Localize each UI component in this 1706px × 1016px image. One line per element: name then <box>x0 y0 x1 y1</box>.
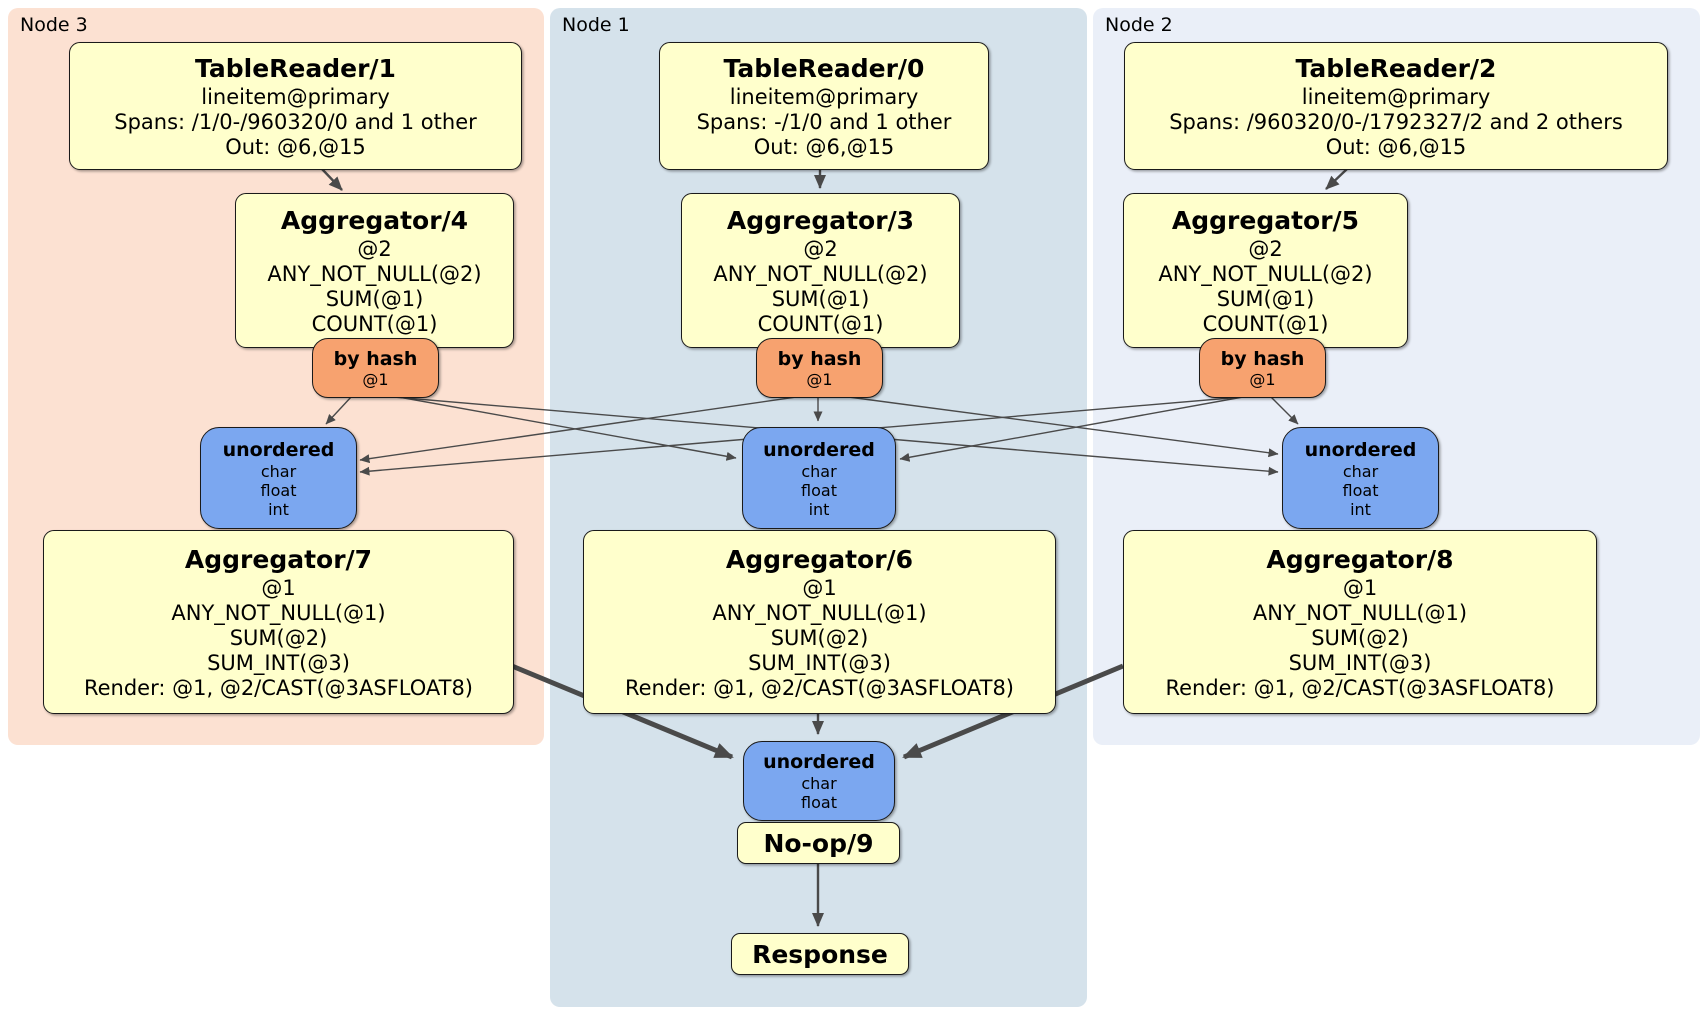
processor-detail: @1 <box>1342 575 1378 600</box>
router-detail: @1 <box>806 369 833 389</box>
unordered-sync-node3: unordered char float int <box>200 427 357 529</box>
by-hash-router-node2: by hash @1 <box>1199 338 1326 398</box>
sync-column: char <box>1342 461 1379 481</box>
noop-9-box: No-op/9 <box>737 822 900 864</box>
sync-title: unordered <box>763 438 875 461</box>
sync-column: float <box>801 480 837 500</box>
node-2-label: Node 2 <box>1105 14 1173 36</box>
processor-detail: SUM(@1) <box>771 286 870 311</box>
processor-detail: @1 <box>802 575 837 600</box>
by-hash-router-node3: by hash @1 <box>312 338 439 398</box>
aggregator-7-box: Aggregator/7 @1 ANY_NOT_NULL(@1) SUM(@2)… <box>43 530 514 714</box>
processor-detail: lineitem@primary <box>729 84 919 109</box>
processor-detail: SUM_INT(@3) <box>748 650 891 675</box>
sync-title: unordered <box>222 438 335 461</box>
processor-detail: COUNT(@1) <box>311 311 438 336</box>
router-detail: @1 <box>362 369 389 389</box>
processor-title: TableReader/2 <box>1295 53 1497 83</box>
processor-detail: SUM_INT(@3) <box>207 650 350 675</box>
processor-detail: ANY_NOT_NULL(@1) <box>1252 600 1468 625</box>
aggregator-8-box: Aggregator/8 @1 ANY_NOT_NULL(@1) SUM(@2)… <box>1123 530 1597 714</box>
processor-title: Aggregator/4 <box>280 205 469 235</box>
sync-title: unordered <box>1304 438 1417 461</box>
processor-detail: Out: @6,@15 <box>1325 134 1467 159</box>
processor-detail: lineitem@primary <box>1301 84 1491 109</box>
processor-title: Aggregator/8 <box>1266 544 1454 574</box>
sync-column: float <box>260 480 297 500</box>
node-3-label: Node 3 <box>20 14 88 36</box>
aggregator-4-box: Aggregator/4 @2 ANY_NOT_NULL(@2) SUM(@1)… <box>235 193 514 348</box>
by-hash-router-node1: by hash @1 <box>756 338 883 398</box>
sync-column: char <box>260 461 297 481</box>
sync-column: int <box>1350 499 1371 519</box>
processor-detail: SUM(@1) <box>325 286 424 311</box>
processor-detail: @2 <box>357 236 392 261</box>
processor-detail: COUNT(@1) <box>1202 311 1329 336</box>
processor-title: Aggregator/3 <box>726 205 915 235</box>
sync-column: float <box>801 793 837 812</box>
router-title: by hash <box>1220 347 1305 370</box>
node-1-label: Node 1 <box>562 14 630 36</box>
response-box: Response <box>731 933 909 975</box>
aggregator-5-box: Aggregator/5 @2 ANY_NOT_NULL(@2) SUM(@1)… <box>1123 193 1408 348</box>
processor-detail: SUM(@2) <box>1311 625 1409 650</box>
processor-title: No-op/9 <box>763 828 874 858</box>
processor-detail: Spans: /1/0-/960320/0 and 1 other <box>114 109 477 134</box>
sync-column: float <box>1342 480 1379 500</box>
processor-title: TableReader/0 <box>723 53 925 83</box>
processor-detail: Out: @6,@15 <box>753 134 895 159</box>
processor-title: Aggregator/6 <box>725 544 914 574</box>
unordered-sync-output: unordered char float <box>743 741 895 821</box>
processor-detail: ANY_NOT_NULL(@1) <box>712 600 927 625</box>
tablereader-2-box: TableReader/2 lineitem@primary Spans: /9… <box>1124 42 1668 170</box>
processor-detail: Spans: /960320/0-/1792327/2 and 2 others <box>1169 109 1623 134</box>
processor-detail: ANY_NOT_NULL(@2) <box>713 261 928 286</box>
processor-detail: SUM(@2) <box>229 625 328 650</box>
processor-detail: Render: @1, @2/CAST(@3ASFLOAT8) <box>83 675 474 700</box>
router-title: by hash <box>777 347 862 370</box>
processor-detail: @2 <box>803 236 838 261</box>
processor-detail: Render: @1, @2/CAST(@3ASFLOAT8) <box>624 675 1015 700</box>
sync-column: char <box>801 774 837 793</box>
processor-detail: @2 <box>1248 236 1283 261</box>
processor-title: Response <box>752 939 888 969</box>
processor-detail: Spans: -/1/0 and 1 other <box>696 109 952 134</box>
processor-detail: Out: @6,@15 <box>225 134 366 159</box>
sync-column: char <box>801 461 837 481</box>
tablereader-1-box: TableReader/1 lineitem@primary Spans: /1… <box>69 42 522 170</box>
processor-title: Aggregator/7 <box>184 544 373 574</box>
sync-title: unordered <box>763 751 875 773</box>
unordered-sync-node1: unordered char float int <box>742 427 896 529</box>
processor-title: TableReader/1 <box>195 53 396 83</box>
processor-detail: ANY_NOT_NULL(@2) <box>267 261 482 286</box>
processor-detail: Render: @1, @2/CAST(@3ASFLOAT8) <box>1165 675 1555 700</box>
processor-detail: lineitem@primary <box>201 84 390 109</box>
router-title: by hash <box>333 347 418 370</box>
aggregator-6-box: Aggregator/6 @1 ANY_NOT_NULL(@1) SUM(@2)… <box>583 530 1056 714</box>
router-detail: @1 <box>1249 369 1276 389</box>
sync-column: int <box>268 499 289 519</box>
processor-detail: SUM_INT(@3) <box>1288 650 1432 675</box>
processor-detail: SUM(@1) <box>1216 286 1315 311</box>
processor-detail: @1 <box>261 575 296 600</box>
processor-detail: SUM(@2) <box>770 625 869 650</box>
tablereader-0-box: TableReader/0 lineitem@primary Spans: -/… <box>659 42 989 170</box>
processor-title: Aggregator/5 <box>1171 205 1360 235</box>
unordered-sync-node2: unordered char float int <box>1282 427 1439 529</box>
processor-detail: COUNT(@1) <box>757 311 884 336</box>
aggregator-3-box: Aggregator/3 @2 ANY_NOT_NULL(@2) SUM(@1)… <box>681 193 960 348</box>
sync-column: int <box>808 499 830 519</box>
processor-detail: ANY_NOT_NULL(@1) <box>171 600 386 625</box>
processor-detail: ANY_NOT_NULL(@2) <box>1158 261 1373 286</box>
